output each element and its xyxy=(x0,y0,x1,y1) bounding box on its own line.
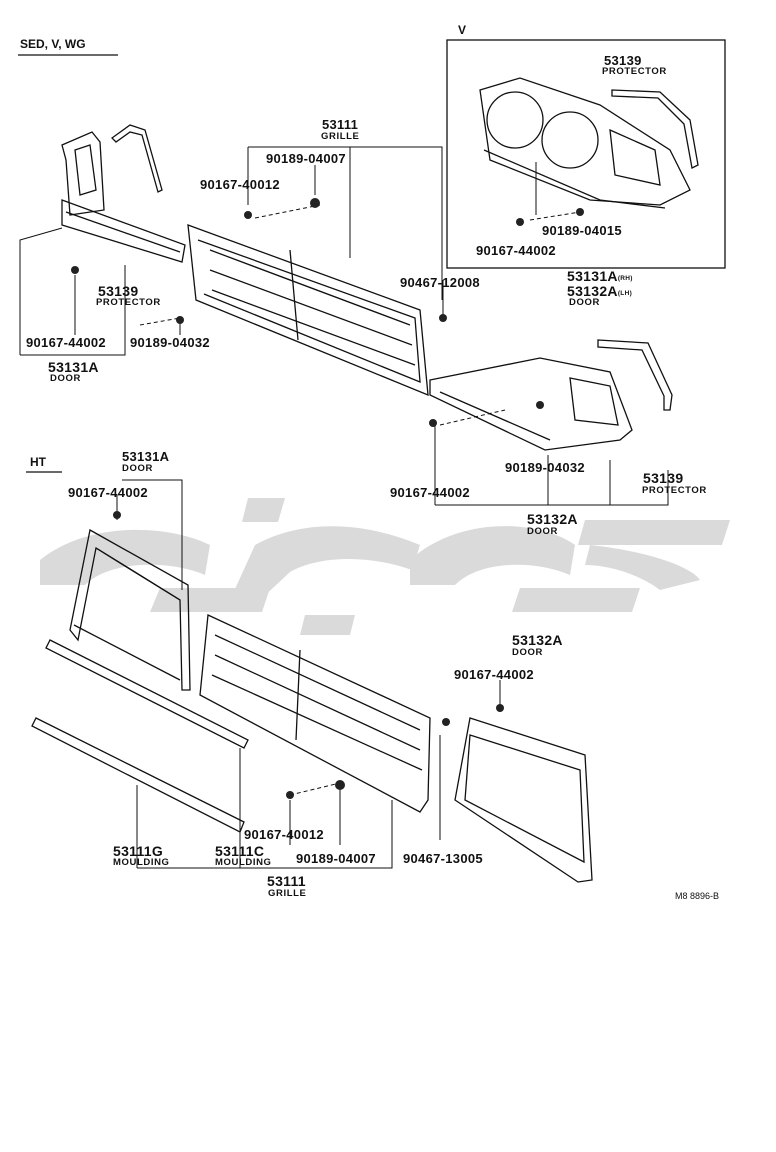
grille-top-name: GRILLE xyxy=(321,131,360,142)
drawing-code: M8 8896-B xyxy=(675,891,720,901)
door-top-left-number: 53131A xyxy=(48,359,99,375)
screw-44002-ht-left: 90167-44002 xyxy=(68,485,148,500)
nut-04007-ht: 90189-04007 xyxy=(296,851,376,866)
v-section-box xyxy=(446,39,726,269)
door-53131a-top xyxy=(61,131,186,263)
clip-12008: 90467-12008 xyxy=(400,275,480,290)
door-53131a-ht xyxy=(69,528,191,691)
door-53132a-ht xyxy=(454,717,593,883)
door-right-name: DOOR xyxy=(527,526,558,537)
moulding-g-name: MOULDING xyxy=(113,857,170,868)
moulding-c-number: 53111C xyxy=(215,843,265,859)
protector-v-name: PROTECTOR xyxy=(602,66,667,77)
moulding-c-name: MOULDING xyxy=(215,857,272,868)
protector-53139-v xyxy=(611,89,699,169)
door-ht-right-number: 53132A xyxy=(512,632,563,648)
grille-top-number: 53111 xyxy=(322,117,359,132)
moulding-53111c xyxy=(45,639,249,749)
nut-04015-v: 90189-04015 xyxy=(542,223,622,238)
grille-53111-ht xyxy=(199,614,431,813)
door-53132a-top xyxy=(429,357,633,451)
door-top-left-name: DOOR xyxy=(50,373,81,384)
section-label-ht: HT xyxy=(30,455,46,469)
protector-right-name: PROTECTOR xyxy=(642,485,707,496)
screw-44002-ht-right: 90167-44002 xyxy=(454,667,534,682)
nut-04032-top-left: 90189-04032 xyxy=(130,335,210,350)
protector-53139-right xyxy=(597,339,673,411)
protector-53139-top-left xyxy=(111,124,163,193)
door-lh-side: (LH) xyxy=(617,290,633,297)
fasteners xyxy=(71,198,584,799)
door-lh-number: 53132A(LH) xyxy=(567,284,632,298)
grille-ht-number: 53111 xyxy=(267,873,306,889)
screw-44002-top-left: 90167-44002 xyxy=(26,335,106,350)
door-ht-left-number: 53131A xyxy=(122,449,170,464)
leader-lines xyxy=(19,146,669,869)
door-rh-number-text: 53131A xyxy=(567,268,618,284)
door-right-number: 53132A xyxy=(527,511,578,527)
protector-top-left-number: 53139 xyxy=(98,283,139,299)
screw-44002-v: 90167-44002 xyxy=(476,243,556,258)
moulding-53111g xyxy=(31,717,245,833)
protector-right-number: 53139 xyxy=(643,470,684,486)
door-v-name: DOOR xyxy=(569,297,600,308)
clip-13005: 90467-13005 xyxy=(403,851,483,866)
door-rh-side: (RH) xyxy=(617,275,633,282)
screw-40012-ht: 90167-40012 xyxy=(244,827,324,842)
protector-v-number: 53139 xyxy=(604,53,642,68)
door-ht-left-name: DOOR xyxy=(122,463,153,474)
grille-53111-top xyxy=(187,224,429,397)
grille-ht-name: GRILLE xyxy=(268,888,307,899)
watermark xyxy=(40,498,730,635)
nut-04007-top: 90189-04007 xyxy=(266,151,346,166)
screw-40012-top: 90167-40012 xyxy=(200,177,280,192)
door-ht-right-name: DOOR xyxy=(512,647,543,658)
door-lh-number-text: 53132A xyxy=(567,283,618,299)
nut-04032-right: 90189-04032 xyxy=(505,460,585,475)
moulding-g-number: 53111G xyxy=(113,843,164,859)
door-v-section xyxy=(479,77,691,209)
protector-top-left-name: PROTECTOR xyxy=(96,297,161,308)
section-label-v: V xyxy=(458,23,467,37)
door-rh-number: 53131A(RH) xyxy=(567,269,633,283)
screw-44002-right: 90167-44002 xyxy=(390,485,470,500)
section-label-sed: SED, V, WG xyxy=(20,37,86,51)
